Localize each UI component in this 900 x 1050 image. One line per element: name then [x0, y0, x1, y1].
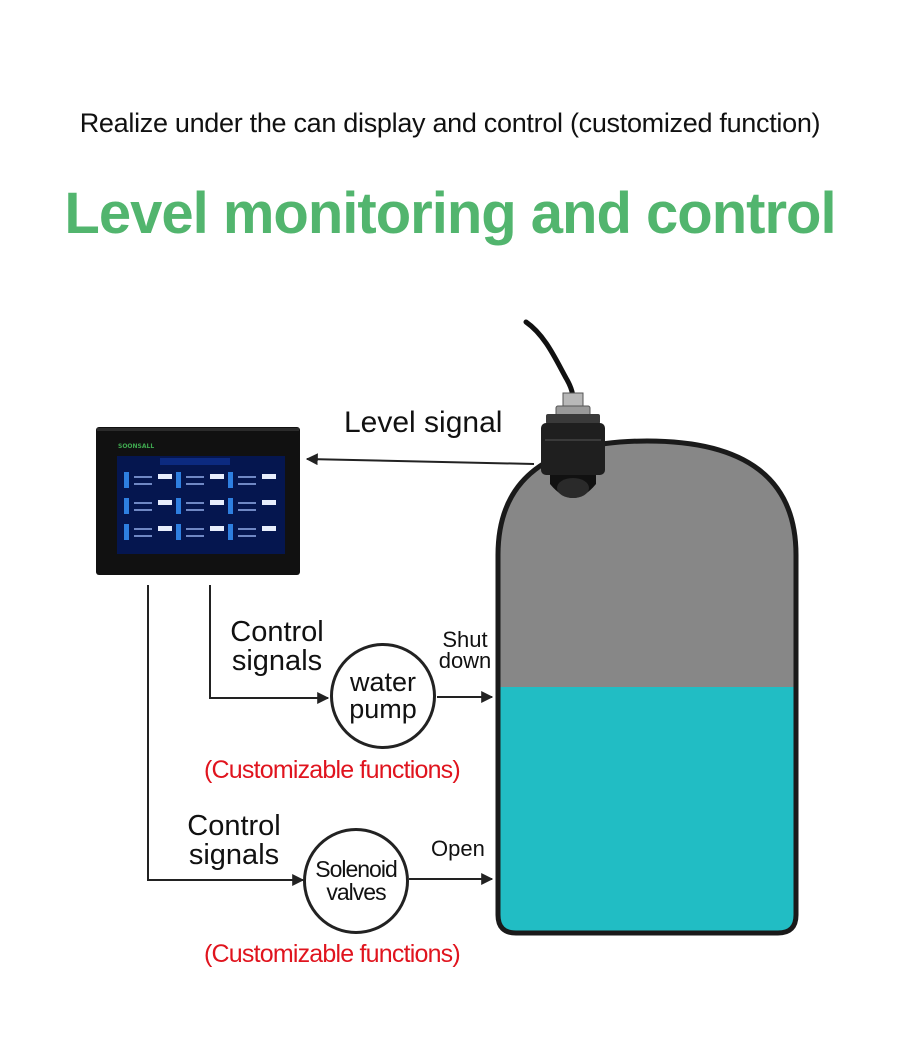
subtitle: Realize under the can display and contro… [79, 108, 821, 138]
water-pump-line-1: water [349, 667, 416, 697]
customizable-note-2: (Customizable functions) [204, 940, 461, 968]
open-label: Open [431, 836, 485, 861]
level-sensor-icon [523, 319, 605, 498]
level-signal-label: Level signal [344, 406, 503, 439]
page-title: Level monitoring and control [64, 181, 836, 246]
shut-down-label: Shut down [432, 627, 498, 673]
control-signals-2-line-2: signals [188, 839, 280, 871]
control-signals-label-1: Control signals [202, 618, 352, 676]
solenoid-valves-node: Solenoid valves [303, 828, 409, 934]
panel-brand: SOONSALL [118, 443, 154, 450]
tank-liquid [498, 687, 796, 933]
shut-down-line-1: Shut [442, 627, 488, 652]
control-signals-1-line-1: Control [230, 616, 324, 648]
tank [495, 438, 799, 936]
water-pump-line-2: pump [349, 694, 417, 724]
control-signals-label-2: Control signals [159, 812, 309, 870]
control-signals-1-line-2: signals [231, 645, 323, 677]
signal-lines [147, 453, 535, 886]
solenoid-valves-line-1: Solenoid [315, 856, 398, 882]
hmi-touch-panel: SOONSALL [96, 427, 300, 575]
control-line-valve [147, 585, 305, 886]
level-signal-arrow [305, 453, 535, 466]
solenoid-valves-line-2: valves [326, 879, 386, 905]
shut-down-line-2: down [438, 647, 492, 673]
customizable-note-1: (Customizable functions) [204, 756, 461, 784]
control-signals-2-line-1: Control [187, 810, 281, 842]
water-pump-node: water pump [330, 643, 436, 749]
control-line-pump [209, 585, 330, 704]
